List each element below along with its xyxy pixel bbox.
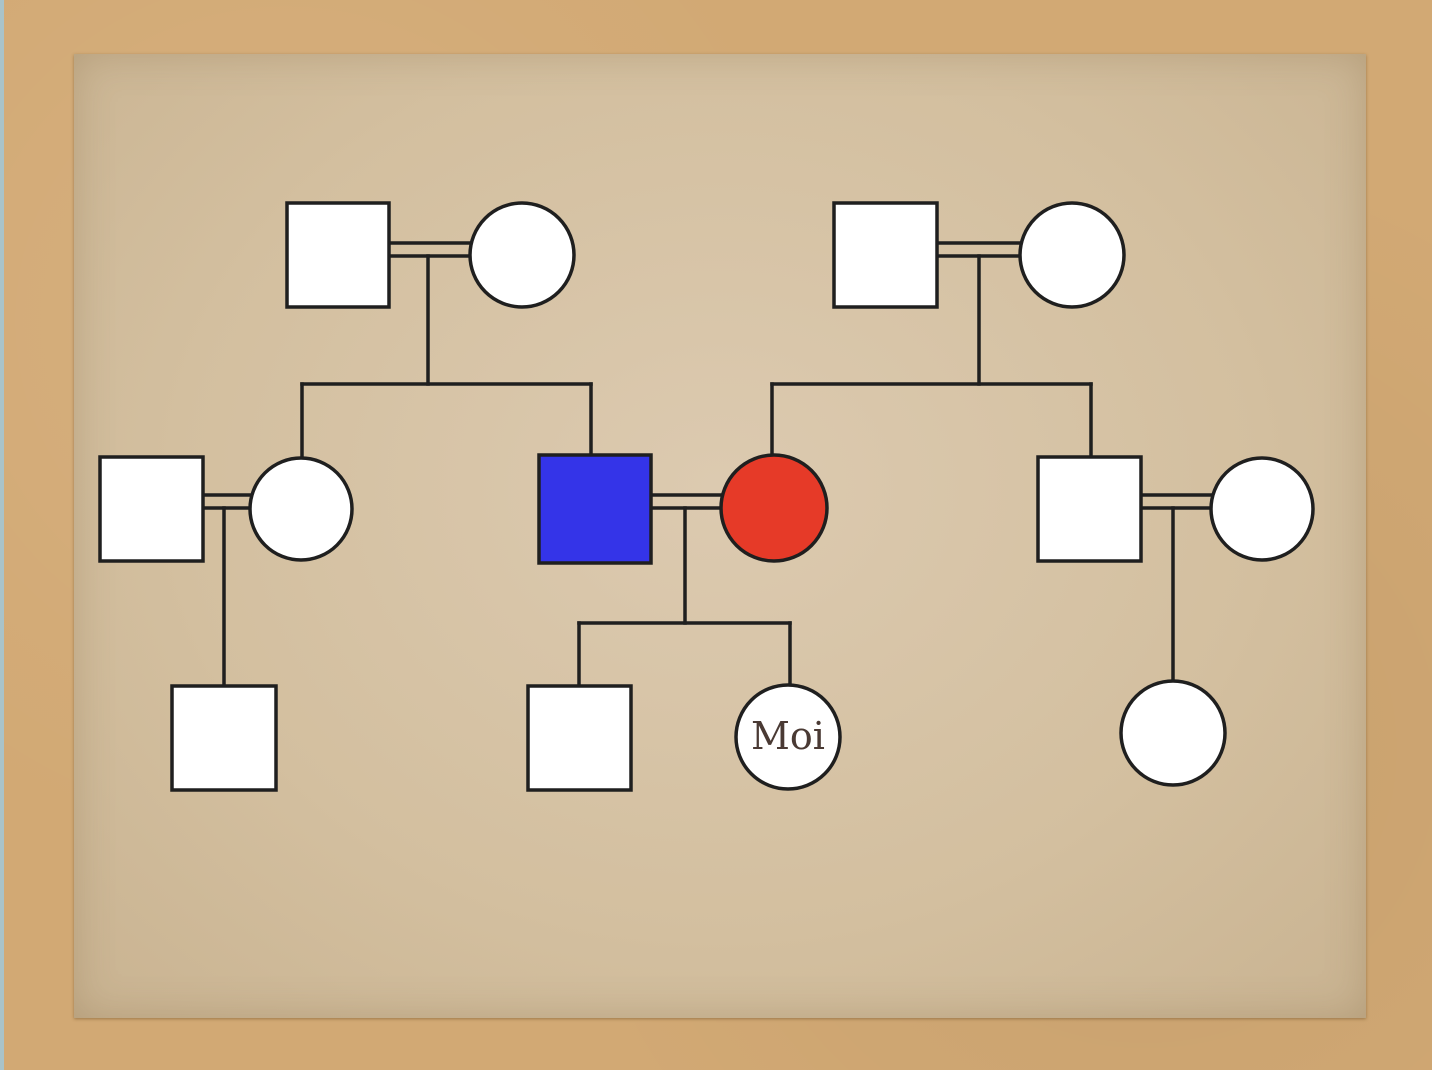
father-square bbox=[537, 453, 653, 565]
maternal-grandfather-square bbox=[832, 201, 939, 309]
paternal-grandmother-circle bbox=[468, 201, 576, 309]
maternal-uncle-square bbox=[1036, 455, 1143, 563]
self-label: Moi bbox=[751, 714, 825, 758]
cousin-left-square bbox=[170, 684, 278, 792]
paternal-grandfather-square bbox=[285, 201, 391, 309]
uncle-wife-circle bbox=[1209, 456, 1315, 562]
self-circle bbox=[734, 683, 842, 791]
paternal-aunt-circle bbox=[248, 456, 354, 562]
mother-circle bbox=[719, 453, 829, 563]
maternal-grandmother-circle bbox=[1018, 201, 1126, 309]
aunt-husband-square bbox=[98, 455, 205, 563]
cousin-right-circle bbox=[1119, 679, 1227, 787]
window-edge bbox=[0, 0, 4, 1070]
brother-square bbox=[526, 684, 633, 792]
